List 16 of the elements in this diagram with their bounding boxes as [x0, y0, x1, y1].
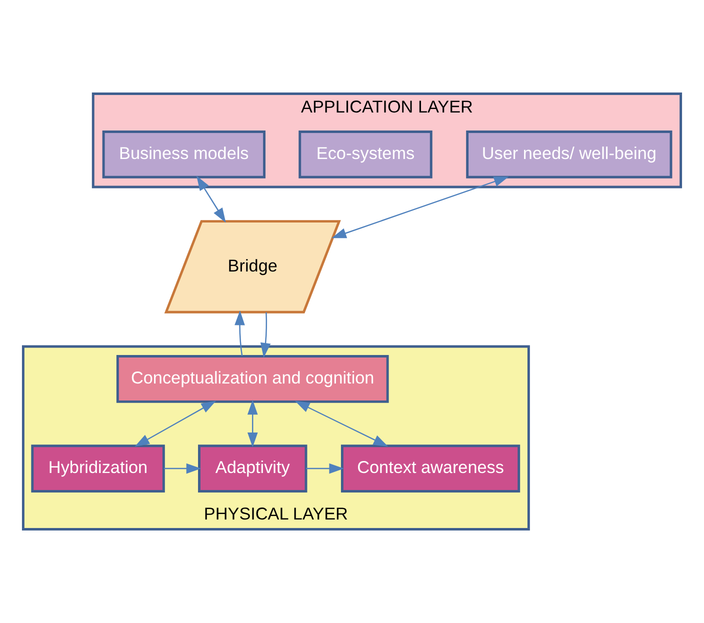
arrow	[306, 463, 344, 474]
node-box: Conceptualization and cognition	[116, 355, 389, 403]
node-box: Business models	[102, 130, 266, 178]
arrow	[234, 310, 245, 356]
node-box: Context awareness	[340, 444, 520, 492]
node-box: Hybridization	[31, 444, 165, 492]
arrow	[247, 400, 258, 448]
node-box: Adaptivity	[198, 444, 308, 492]
arrow	[164, 463, 202, 474]
arrow	[294, 400, 388, 447]
arrow	[134, 400, 216, 447]
node-box: User needs/ well-being	[466, 130, 672, 178]
arrow	[332, 176, 509, 238]
arrow	[196, 176, 226, 223]
node-box: Eco-systems	[298, 130, 432, 178]
arrow	[260, 312, 271, 358]
